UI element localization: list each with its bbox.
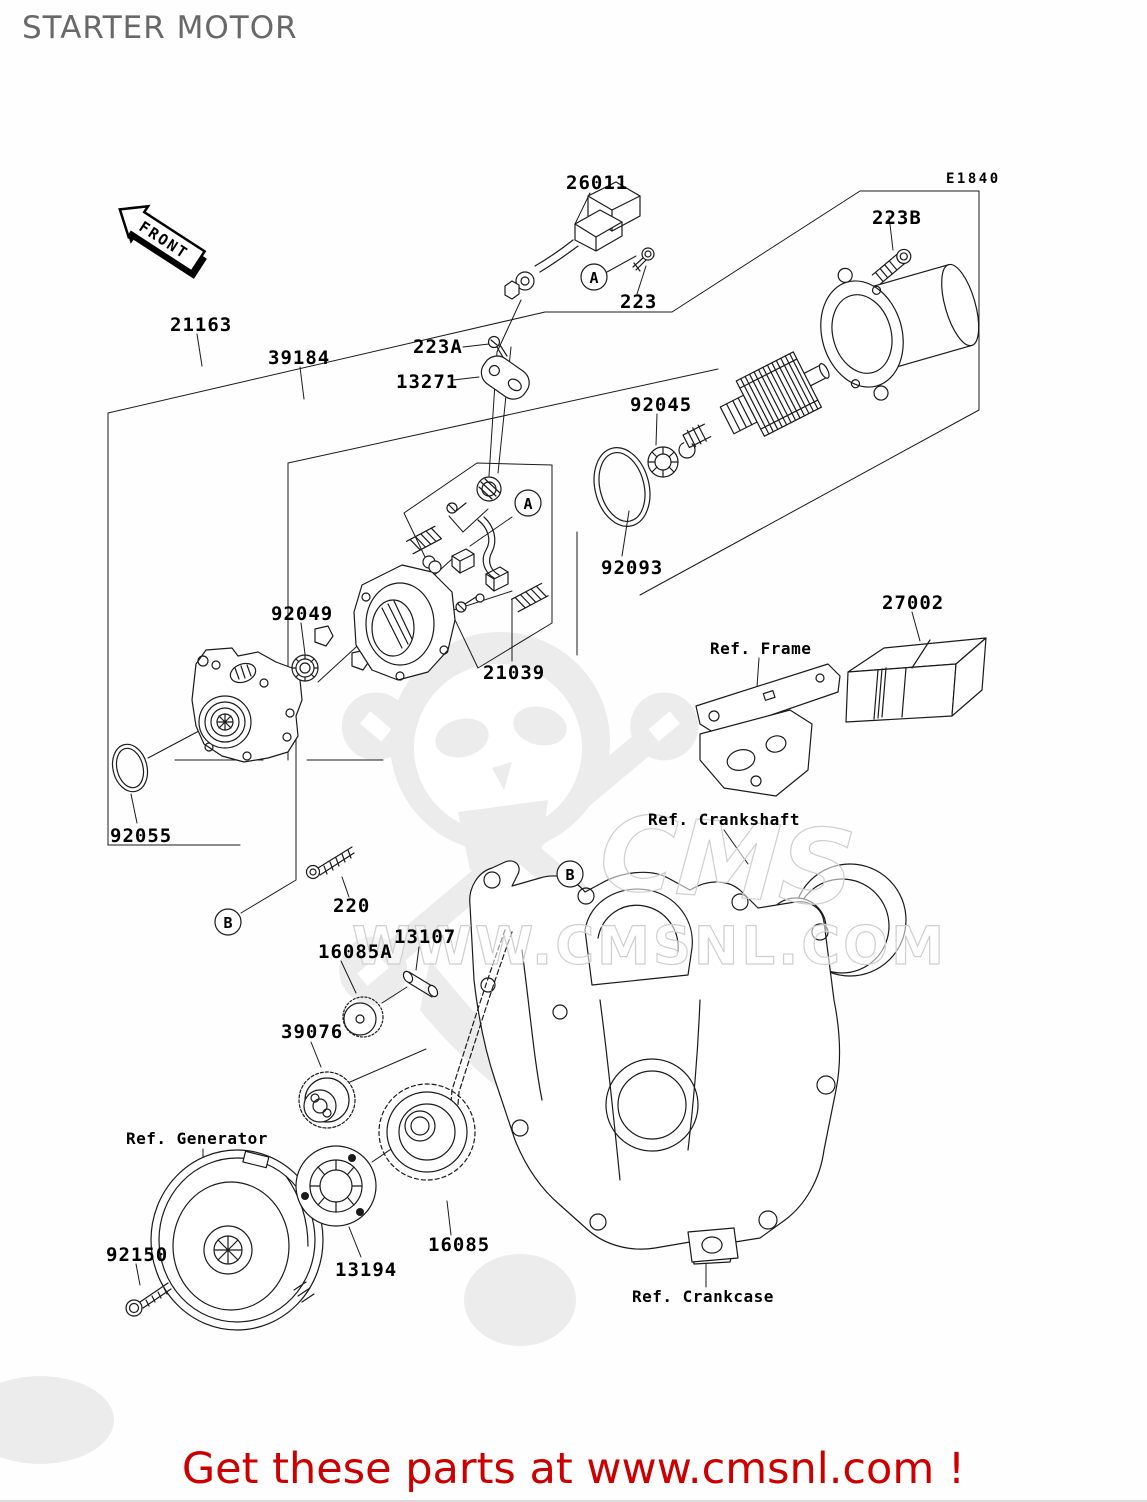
part-13271-plate: [480, 355, 530, 400]
part-end-cover-drum: [353, 564, 456, 681]
part-label-13194: 13194: [335, 1259, 397, 1281]
ref-label-crankcase: Ref. Crankcase: [632, 1287, 774, 1306]
callout-a2: A: [523, 495, 532, 513]
part-223b-bolt: [871, 248, 912, 285]
callout-circles: A A B B: [214, 263, 608, 936]
footer-banner: Get these parts at www.cmsnl.com !: [181, 1444, 966, 1494]
part-21163-gear-housing: [191, 647, 303, 763]
callout-b2: B: [565, 866, 574, 884]
part-label-92049: 92049: [271, 603, 333, 625]
part-27002-relay: [845, 637, 987, 723]
part-92093-oring: [593, 447, 651, 527]
part-label-223b: 223B: [872, 207, 922, 229]
callout-b1: B: [223, 914, 232, 932]
part-label-223: 223: [620, 291, 657, 313]
part-label-92055: 92055: [110, 825, 172, 847]
part-label-39184: 39184: [268, 347, 330, 369]
part-92150-bolt: [125, 1282, 172, 1317]
watermark-logo-text: CMS: [596, 791, 859, 930]
part-label-21163: 21163: [170, 314, 232, 336]
ref-generator-flywheel: [150, 1149, 324, 1331]
part-13107-pin: [402, 970, 439, 998]
ref-label-frame: Ref. Frame: [710, 639, 811, 658]
cms-watermark-graphic: [0, 632, 701, 1464]
part-26011-lead-wire: [504, 181, 641, 300]
front-arrow-icon: FRONT: [118, 204, 207, 279]
part-label-92150: 92150: [106, 1244, 168, 1266]
part-label-27002: 27002: [882, 592, 944, 614]
part-13194-clutch: [295, 1145, 377, 1227]
part-92049-oil-seal: [291, 654, 319, 682]
watermark-site-text: WWW.CMSNL.COM: [352, 916, 947, 977]
part-92055-oring: [111, 743, 149, 793]
group-boxes: [107, 190, 980, 914]
part-label-92093: 92093: [601, 557, 663, 579]
part-92045-armature: [647, 351, 830, 478]
part-21039-brush-assembly: [405, 476, 549, 613]
part-223a-screw: [487, 335, 508, 360]
part-39076-idle-gear: [298, 1071, 356, 1129]
part-label-16085a: 16085A: [318, 941, 393, 963]
part-label-16085: 16085: [428, 1234, 490, 1256]
part-label-13107: 13107: [394, 926, 456, 948]
part-label-21039: 21039: [483, 662, 545, 684]
ref-frame-bracket: [695, 663, 841, 797]
part-220-bolt: [305, 846, 355, 880]
part-label-39076: 39076: [281, 1021, 343, 1043]
part-labels: E1840 26011 223 223A 223B 13271 21163 39…: [106, 171, 1001, 1306]
ref-label-generator: Ref. Generator: [126, 1129, 268, 1148]
part-223-bolt: [632, 247, 655, 272]
callout-a1: A: [589, 269, 598, 287]
part-gasket-shims: [314, 625, 371, 671]
part-label-13271: 13271: [396, 371, 458, 393]
part-16085-sprocket: [378, 1083, 476, 1181]
ref-crankcase-part: [447, 860, 841, 1265]
part-label-223a: 223A: [413, 336, 463, 358]
page-title: STARTER MOTOR: [22, 10, 298, 46]
cms-watermark-text: CMS WWW.CMSNL.COM: [351, 791, 947, 978]
part-label-92045: 92045: [630, 394, 692, 416]
part-16085a-gear: [342, 996, 384, 1038]
diagram-code-label: E1840: [946, 171, 1001, 187]
part-starter-motor-body: [820, 248, 980, 401]
ref-label-crankshaft: Ref. Crankshaft: [648, 810, 800, 829]
part-label-220: 220: [333, 895, 370, 917]
part-label-26011: 26011: [566, 172, 628, 194]
